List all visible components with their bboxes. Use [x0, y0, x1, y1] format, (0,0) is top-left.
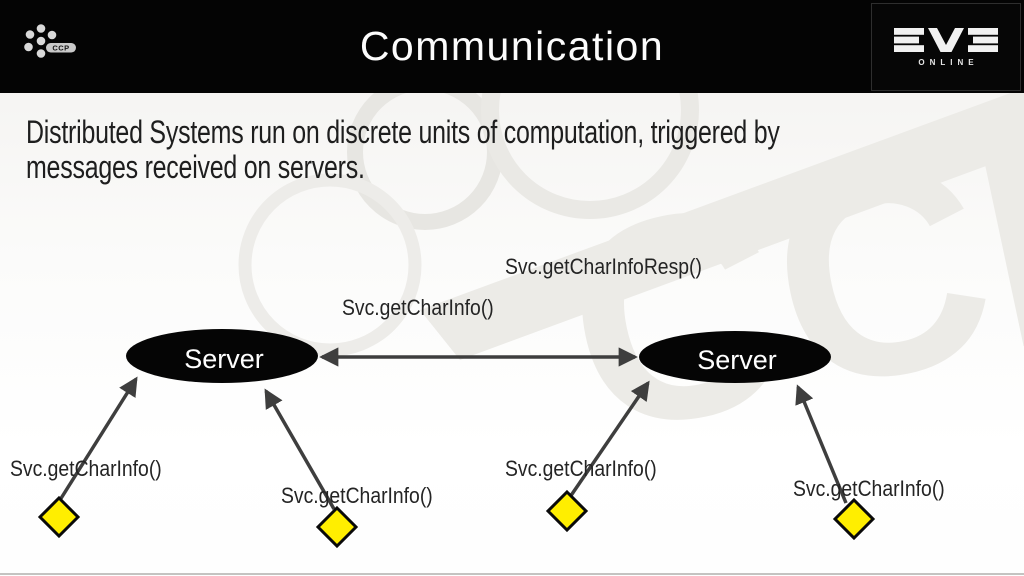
label-client-call-3: Svc.getCharInfo() — [505, 456, 657, 481]
eve-logo-box: ONLINE — [871, 3, 1021, 91]
client-arrow-1 — [58, 376, 138, 501]
label-client-call-4: Svc.getCharInfo() — [793, 476, 945, 501]
client-arrow-2 — [264, 388, 336, 510]
eve-wordmark-icon — [894, 27, 998, 52]
bottom-divider — [0, 573, 1024, 575]
label-client-call-2: Svc.getCharInfo() — [281, 483, 433, 508]
server-node-left — [126, 329, 318, 383]
server-node-right — [639, 331, 831, 383]
server-label-left: Server — [184, 344, 264, 374]
label-client-call-1: Svc.getCharInfo() — [10, 456, 162, 481]
label-getcharinfo-interserver: Svc.getCharInfo() — [342, 295, 494, 320]
client-diamond-4 — [832, 497, 876, 541]
slide-header: CCP Communication ONLINE — [0, 0, 1024, 93]
ccp-logo-text: CCP — [52, 43, 69, 52]
eve-online-text: ONLINE — [918, 57, 979, 67]
client-arrow-3 — [568, 380, 650, 498]
client-diamond-3 — [545, 489, 589, 533]
slide-title: Communication — [359, 23, 665, 69]
body-text: Distributed Systems run on discrete unit… — [26, 114, 780, 185]
ccp-logo-icon: CCP — [24, 24, 76, 58]
client-arrow-4 — [795, 384, 848, 504]
client-diamond-1 — [37, 495, 81, 539]
label-getcharinforesp: Svc.getCharInfoResp() — [505, 254, 702, 279]
server-label-right: Server — [697, 345, 777, 375]
watermark-band — [420, 88, 1024, 360]
client-diamond-2 — [315, 505, 359, 549]
